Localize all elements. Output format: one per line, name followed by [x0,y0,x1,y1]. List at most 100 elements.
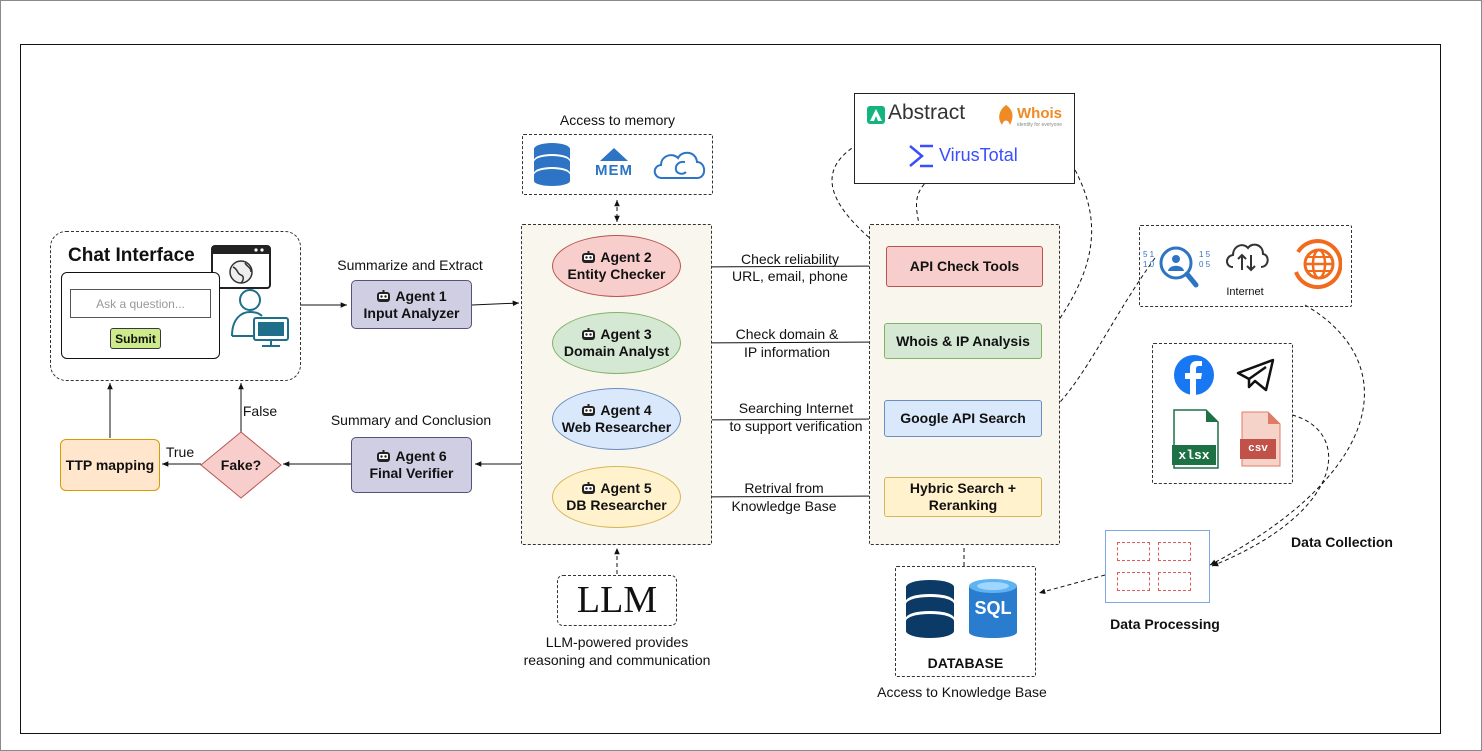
false-label: False [242,403,278,419]
sources-box [1152,343,1293,484]
binary-right-2: 0 5 [1199,260,1211,269]
user-computer-icon [231,289,289,347]
edge4-label-line1: Retrival from [744,480,824,496]
processing-cell-4 [1158,572,1191,591]
agent4-web-researcher: Agent 4 Web Researcher [552,388,681,450]
binary-left-2: 1 0 [1143,260,1155,269]
globe-window-icon [211,245,271,289]
agent3-title: Agent 3 [600,326,652,342]
binary-right: 1 5 0 5 [1199,250,1210,270]
agent5-title: Agent 5 [600,480,652,496]
whois-logo-text: Whois [1017,105,1062,122]
chat-interface-title: Chat Interface [68,245,195,266]
facebook-icon [1174,355,1214,395]
agent3-domain-analyst: Agent 3 Domain Analyst [552,312,681,374]
whois-logo-icon [999,105,1013,125]
agent5-db-researcher: Agent 5 DB Researcher [552,466,681,528]
edge2-label-line2: IP information [743,344,831,360]
summary-conclusion-label: Summary and Conclusion [330,412,492,428]
memory-database-icon [534,143,570,186]
google-api-search: Google API Search [884,400,1042,437]
agent1-role: Input Analyzer [363,304,460,321]
cloud-icon [653,151,706,179]
agent6-title: Agent 6 [395,448,447,464]
data-processing-label: Data Processing [1110,616,1220,632]
internet-box [1139,225,1352,307]
chat-interface-panel [50,231,301,381]
database-box [895,566,1036,677]
fake-decision-diamond [200,431,282,499]
binary-right-1: 1 5 [1199,250,1211,259]
agent4-title: Agent 4 [600,402,652,418]
true-label: True [165,444,195,460]
sql-label: SQL [974,598,1012,618]
providers-box [854,93,1075,184]
telegram-icon [1236,358,1275,392]
question-input[interactable]: Ask a question... [70,289,211,318]
internet-label: Internet [1226,286,1264,298]
mem-text: MEM [595,162,633,179]
agent5-role: DB Researcher [566,497,667,513]
agent1-input-analyzer: Agent 1 Input Analyzer [351,280,472,329]
submit-button[interactable]: Submit [110,328,161,349]
hybrid-line1: Hybric Search + [909,480,1017,496]
llm-box [557,575,677,626]
memory-box [522,134,713,195]
agent6-role: Final Verifier [369,465,454,481]
hybrid-line2: Reranking [928,497,998,513]
agent2-title: Agent 2 [600,249,652,265]
edge3-label-line2: to support verification [729,418,863,434]
whois-ip-analysis: Whois & IP Analysis [884,323,1042,359]
robot-icon [377,289,391,302]
database-icon [906,580,954,638]
csv-file-icon [1240,411,1281,467]
cloud-transfer-icon [1226,243,1269,272]
ttp-mapping-box: TTP mapping [60,439,160,491]
whois-tagline: identity for everyone [1017,122,1063,128]
hybrid-search-reranking: Hybric Search + Reranking [884,477,1042,517]
virustotal-logo-icon [909,144,933,168]
data-processing-box [1105,530,1210,603]
memory-title: Access to memory [559,112,676,128]
summarize-extract-label: Summarize and Extract [337,257,483,273]
database-caption: Access to Knowledge Base [877,684,1047,700]
csv-label: csv [1248,443,1268,455]
agent2-role: Entity Checker [567,266,666,282]
sql-database-icon [969,579,1017,638]
llm-caption-line1: LLM-powered provides [545,634,689,650]
edge2-label-line1: Check domain & [735,326,839,342]
edge1-label-line2: URL, email, phone [732,268,848,284]
agent4-role: Web Researcher [561,419,672,435]
agent6-final-verifier: Agent 6 Final Verifier [351,437,472,493]
processing-cell-1 [1117,542,1150,561]
robot-icon [582,251,596,263]
edge1-label-line1: Check reliability [740,251,840,267]
robot-icon [377,450,391,462]
llm-caption-line2: reasoning and communication [523,652,711,668]
agent2-entity-checker: Agent 2 Entity Checker [552,235,681,297]
xlsx-label: xlsx [1178,448,1210,463]
agent3-role: Domain Analyst [563,343,670,359]
abstract-logo-icon [867,106,885,124]
search-user-icon [1159,246,1199,288]
fake-decision-label: Fake? [220,457,262,473]
edge3-label-line1: Searching Internet [738,400,854,416]
agent1-title: Agent 1 [395,287,447,304]
globe-internet-icon [1294,239,1342,290]
database-label: DATABASE [927,655,1004,671]
mem-icon: MEM [592,148,636,182]
inner-frame [20,44,1441,734]
processing-cell-2 [1158,542,1191,561]
binary-left: 5 1 1 0 [1143,250,1154,270]
llm-label: LLM [576,579,658,621]
robot-icon [582,404,596,416]
edge4-label-line2: Knowledge Base [731,498,837,514]
processing-cell-3 [1117,572,1150,591]
abstract-logo-text: Abstract [888,101,966,124]
robot-icon [582,482,596,494]
xlsx-file-icon [1172,409,1219,469]
virustotal-logo-text: VirusTotal [939,145,1018,165]
binary-left-1: 5 1 [1143,250,1155,259]
robot-icon [582,328,596,340]
